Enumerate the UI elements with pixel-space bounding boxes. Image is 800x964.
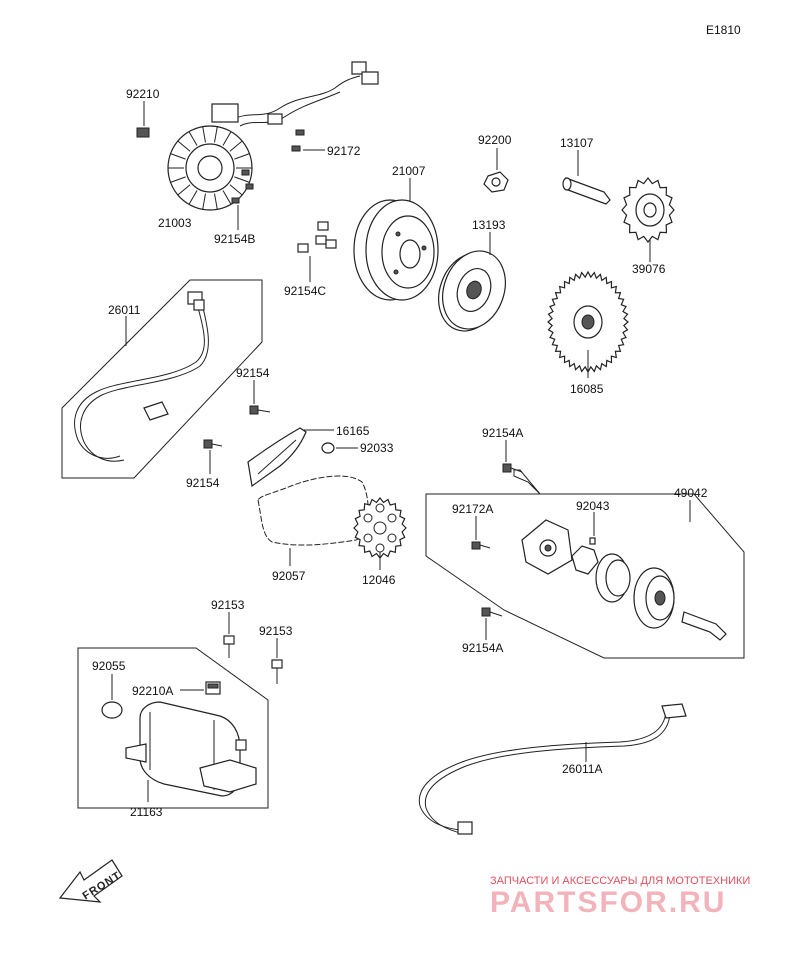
label-21163: 21163 <box>130 805 163 819</box>
label-26011A: 26011A <box>562 762 602 776</box>
pin-92043[interactable] <box>589 537 596 545</box>
bolt-92154-bottom[interactable] <box>203 439 223 449</box>
starter-cable-part[interactable] <box>418 703 687 835</box>
label-92154A-bottom: 92154A <box>462 641 503 655</box>
label-92033: 92033 <box>360 441 394 455</box>
label-92154C: 92154C <box>284 284 326 298</box>
watermark-tagline: ЗАПЧАСТИ И АКСЕССУАРЫ ДЛЯ МОТОТЕХНИКИ <box>490 875 750 887</box>
stator-tooth <box>229 184 243 196</box>
bolt-92172A[interactable] <box>471 541 491 550</box>
stator-tooth <box>188 131 198 146</box>
starter-clutch-part[interactable] <box>428 242 516 340</box>
idle-gear-part[interactable] <box>621 177 675 243</box>
label-92154B: 92154B <box>214 232 255 246</box>
box-21163 <box>77 647 269 809</box>
label-92172: 92172 <box>327 144 361 158</box>
stator-bolts <box>136 127 305 204</box>
label-92210A: 92210A <box>132 684 173 698</box>
stator-tooth <box>214 126 218 143</box>
label-92055: 92055 <box>92 659 126 673</box>
stator-tooth <box>177 184 191 196</box>
bolt-92154A-top[interactable] <box>502 463 523 473</box>
bolt-92153-a[interactable] <box>223 635 235 658</box>
stator-tooth <box>234 153 250 160</box>
diagram-code: E1810 <box>706 23 741 37</box>
stator-tooth <box>202 126 206 143</box>
stator-tooth <box>170 153 186 160</box>
label-92154A-top: 92154A <box>482 426 523 440</box>
bolt-92153-b[interactable] <box>271 659 283 684</box>
front-arrow-icon: FRONT <box>58 859 123 903</box>
bolt-92154A-bottom[interactable] <box>481 607 503 617</box>
oring-92055[interactable] <box>101 701 123 719</box>
stator-tooth <box>222 131 232 146</box>
stator-tooth <box>229 140 243 152</box>
battery-cable-part[interactable] <box>74 291 209 462</box>
stator-tooth <box>188 190 198 205</box>
stator-tooth <box>170 176 186 183</box>
label-13193: 13193 <box>472 218 506 232</box>
flywheel-part[interactable] <box>353 199 439 301</box>
label-92210: 92210 <box>126 87 160 101</box>
stator-tooth <box>234 176 250 183</box>
nut-92200[interactable] <box>483 171 509 193</box>
label-92154-bottom: 92154 <box>186 476 220 490</box>
starter-gear-part[interactable] <box>547 270 629 374</box>
label-21007: 21007 <box>392 164 426 178</box>
label-39076: 39076 <box>632 262 666 276</box>
label-21003: 21003 <box>158 216 192 230</box>
starter-motor-part[interactable] <box>125 701 257 797</box>
label-12046: 12046 <box>362 573 396 587</box>
stator-tooth <box>222 190 232 205</box>
starter-clutch-housing-part[interactable] <box>521 519 573 575</box>
label-16085: 16085 <box>570 382 604 396</box>
label-92154-top: 92154 <box>236 366 270 380</box>
cap-92210A[interactable] <box>205 681 221 695</box>
sprocket-teeth <box>353 497 407 559</box>
label-92057: 92057 <box>272 569 306 583</box>
starter-chain-part[interactable] <box>257 475 369 546</box>
label-92200: 92200 <box>478 133 512 147</box>
stator-tooth <box>177 140 191 152</box>
label-26011: 26011 <box>108 303 141 317</box>
stator-tooth <box>214 193 218 210</box>
label-92153-b: 92153 <box>259 624 293 638</box>
box-26011 <box>61 279 263 479</box>
label-13107: 13107 <box>560 136 594 150</box>
stator-part[interactable] <box>167 61 379 211</box>
box-49042 <box>425 469 745 659</box>
watermark-logo: PARTSFOR.RU <box>490 886 726 919</box>
label-16165: 16165 <box>336 424 370 438</box>
label-49042: 49042 <box>674 486 708 500</box>
bolt-92154-top[interactable] <box>249 405 271 415</box>
flywheel-bolts <box>297 221 337 253</box>
clip-92033[interactable] <box>321 442 335 454</box>
sprocket-part[interactable] <box>353 497 407 559</box>
chain-guide-part[interactable] <box>247 427 307 488</box>
starter-clutch-rollers-part[interactable] <box>571 545 727 641</box>
label-92043: 92043 <box>576 499 610 513</box>
idle-shaft-part[interactable] <box>562 177 611 205</box>
label-92172A: 92172A <box>452 502 493 516</box>
stator-tooth <box>202 193 206 210</box>
label-92153-a: 92153 <box>211 598 245 612</box>
